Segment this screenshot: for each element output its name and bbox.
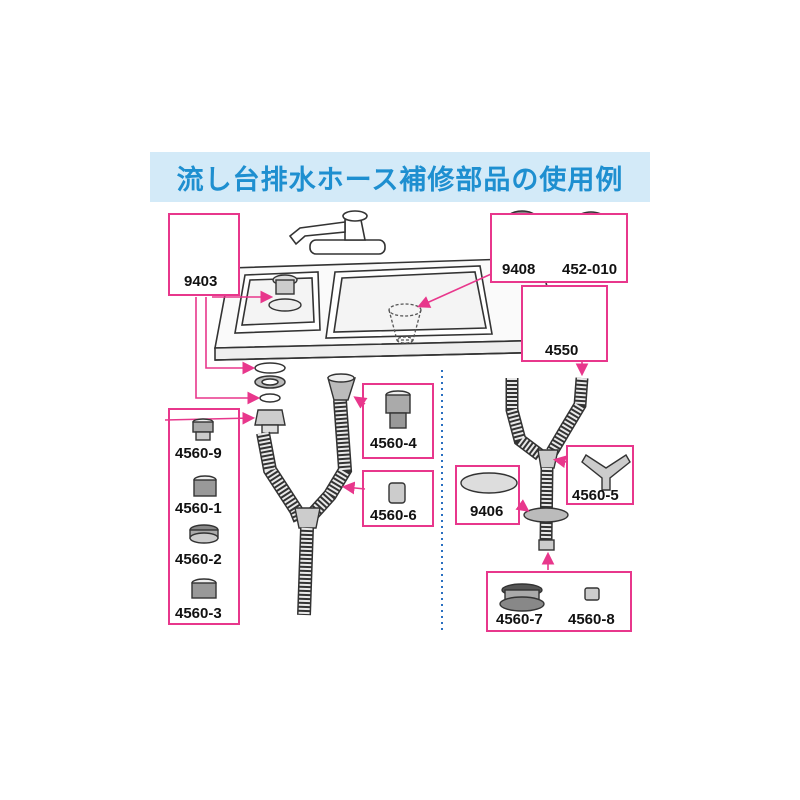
adapter-4560-4-icon [385,390,411,429]
label-4560-9: 4560-9 [175,445,222,462]
trap-4560-7-icon [499,583,545,612]
label-9406: 9406 [470,503,504,520]
box-4550: 4550 [521,285,608,362]
box-9408-452-010: 9408 452-010 KAKUDAI [490,213,628,283]
label-4560-2: 4560-2 [175,551,222,568]
label-9408: 9408 [502,261,536,278]
drain-basket [388,303,422,344]
cap-4560-8-icon [584,587,600,601]
label-9403: 9403 [184,273,218,290]
box-9406: 9406 [455,465,520,525]
label-4560-5: 4560-5 [572,487,619,504]
flat-disc-icon [460,472,518,494]
fitting-4560-1-icon [193,475,217,497]
sleeve-4560-6-icon [388,482,406,504]
page-title: 流し台排水ホース補修部品の使用例 [176,164,624,196]
label-4560-1: 4560-1 [175,500,222,517]
box-4560-5: 4560-5 [566,445,634,505]
box-left-fittings: 4560-9 4560-1 4560-2 4560-3 [168,408,240,625]
fitting-4560-2-icon [189,524,219,544]
box-4560-7-4560-8: 4560-7 4560-8 [486,571,632,632]
label-4560-7: 4560-7 [496,611,543,628]
box-4560-6: 4560-6 [362,470,434,527]
right-hose [505,377,589,551]
fitting-4560-9-icon [192,418,214,441]
fitting-4560-3-icon [191,578,217,599]
y-joint-icon [581,454,631,491]
label-452-010: 452-010 [562,261,618,278]
left-hose [254,373,356,616]
gasket-stack [254,362,286,403]
logo-text: KAKUDAI [502,235,538,243]
sink-counter [214,257,562,361]
faucet [288,210,386,255]
title-banner: 流し台排水ホース補修部品の使用例 [150,152,650,202]
box-4560-4: 4560-4 [362,383,434,459]
label-4560-3: 4560-3 [175,605,222,622]
label-4560-4: 4560-4 [370,435,417,452]
label-4550: 4550 [545,342,579,359]
label-4560-6: 4560-6 [370,507,417,524]
box-9403: 9403 [168,213,240,296]
label-4560-8: 4560-8 [568,611,615,628]
left-drain [268,274,302,312]
